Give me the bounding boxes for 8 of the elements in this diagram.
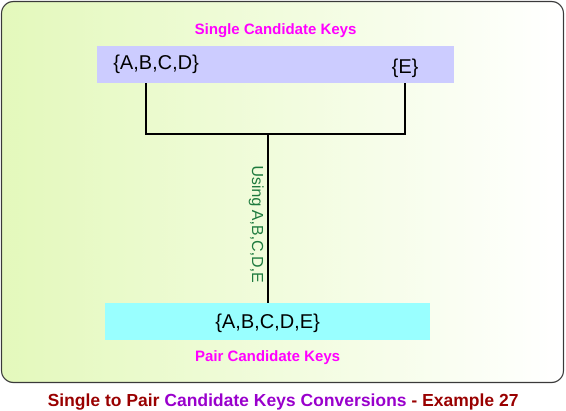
section-heading: Single Candidate Keys — [194, 20, 356, 40]
key-set-label: {A,B,C,D} — [110, 46, 202, 83]
edge-label: Using A,B,C,D,E — [247, 165, 265, 283]
key-set-label: {E} — [387, 46, 423, 83]
caption: Single to Pair Candidate Keys Conversions - Example 27 — [48, 389, 518, 411]
section-heading: Pair Candidate Keys — [194, 347, 340, 367]
key-set-label: {A,B,C,D,E} — [215, 310, 320, 334]
connector-line — [267, 83, 406, 303]
